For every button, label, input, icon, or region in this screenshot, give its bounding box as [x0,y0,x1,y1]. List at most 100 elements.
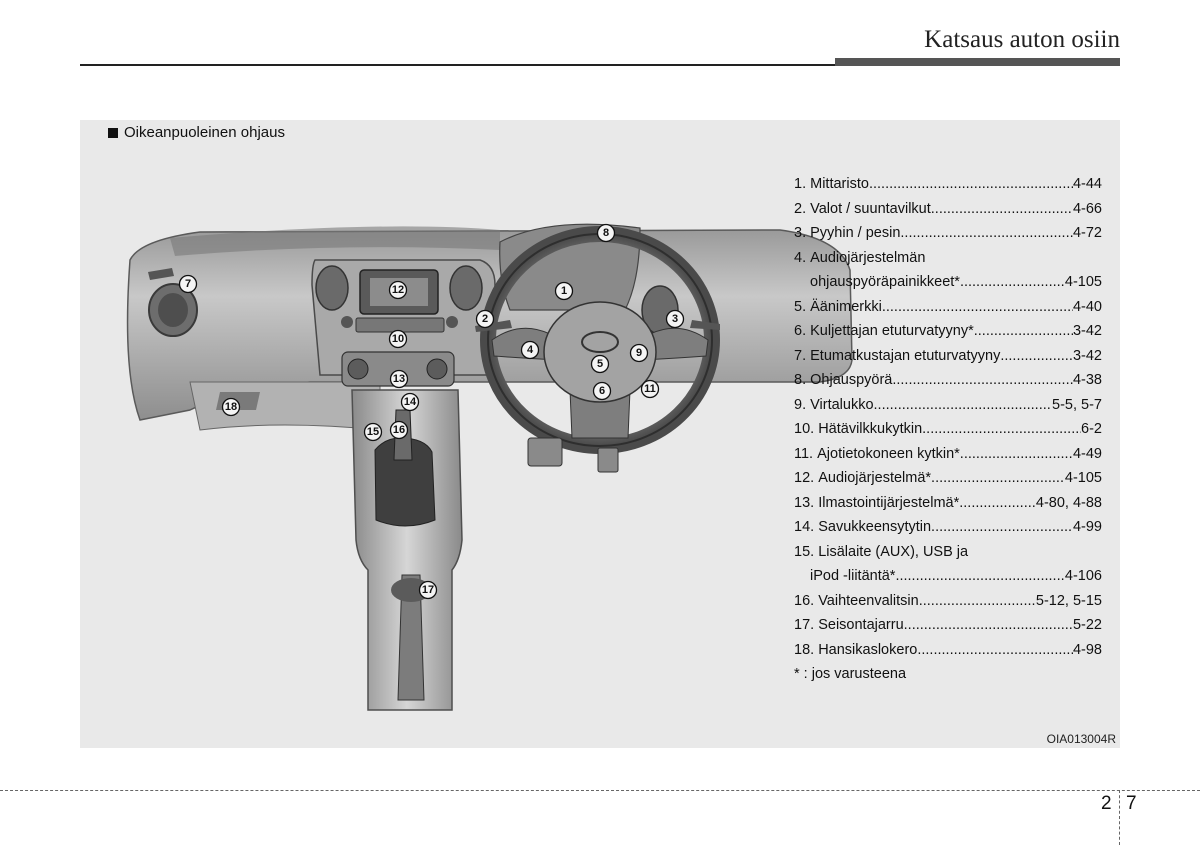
leader-dots [882,295,1073,320]
svg-text:17: 17 [422,584,434,596]
parts-list: 1. Mittaristo4-442. Valot / suuntavilkut… [794,172,1102,687]
part-label: Ohjauspyörä [810,372,893,388]
figure-code: OIA013004R [1046,732,1116,746]
part-label: iPod -liitäntä* [810,568,896,584]
part-label: Hansikaslokero [818,641,918,658]
svg-text:16: 16 [393,424,405,436]
square-bullet-icon [108,127,118,138]
part-label: Äänimerkki [810,298,882,315]
callout-13: 13 [389,369,409,389]
part-page-ref: 3-42 [1072,323,1102,339]
part-label: Audiojärjestelmä* [818,470,932,486]
callout-15: 15 [363,422,383,442]
part-label: Seisontajarru [818,617,904,633]
callout-8: 8 [596,223,616,243]
svg-text:14: 14 [404,396,417,408]
part-number: 7. [794,347,807,364]
footnote: * : jos varusteena [794,666,907,682]
leader-dots [895,564,1064,589]
part-number: 9. [794,396,807,413]
section-label: Oikeanpuoleinen ohjaus [108,124,285,141]
part-page-ref: 4-40 [1072,298,1102,315]
callout-9: 9 [629,343,649,363]
leader-dots [1000,344,1073,369]
part-number: 2. [794,200,807,217]
part-label: Pyyhin / pesin [810,225,901,241]
callout-6: 6 [592,381,612,401]
part-label: Kuljettajan etuturvatyyny* [810,323,974,339]
part-page-ref: 4-72 [1072,225,1102,241]
parts-list-item: 5. Äänimerkki 4-40 [794,295,1102,320]
parts-list-item: 18. Hansikaslokero 4-98 [794,638,1102,663]
parts-list-item: 1. Mittaristo4-44 [794,172,1102,197]
parts-list-item: 14. Savukkeensytytin4-99 [794,515,1102,540]
leader-dots [974,319,1073,344]
part-page-ref: 6-2 [1081,421,1102,437]
part-number: 17. [794,617,815,633]
callout-5: 5 [590,354,610,374]
part-page-ref: 4-98 [1072,641,1102,658]
svg-text:2: 2 [482,313,488,325]
leader-dots [960,270,1065,295]
parts-list-item: 3. Pyyhin / pesin 4-72 [794,221,1102,246]
svg-text:10: 10 [392,333,404,345]
part-number: 18. [794,641,815,658]
header-rule-accent [835,58,1120,66]
callout-4: 4 [520,340,540,360]
part-page-ref: 4-80, 4-88 [1035,494,1102,511]
svg-text:18: 18 [225,401,237,413]
svg-text:6: 6 [599,385,605,397]
callout-14: 14 [400,392,420,412]
callout-7: 7 [178,274,198,294]
parts-list-item: 16. Vaihteenvalitsin5-12, 5-15 [794,589,1102,614]
part-label: Hätävilkkukytkin [818,421,923,437]
chapter-number: 2 [1101,793,1112,814]
svg-text:7: 7 [185,278,191,290]
callout-2: 2 [475,309,495,329]
leader-dots [917,638,1073,663]
parts-list-item: 2. Valot / suuntavilkut4-66 [794,197,1102,222]
part-label: Mittaristo [810,176,869,192]
parts-list-item: 9. Virtalukko 5-5, 5-7 [794,393,1102,418]
leader-dots [960,442,1073,467]
callout-11: 11 [640,379,660,399]
part-label: Virtalukko [810,396,874,413]
svg-text:13: 13 [393,373,405,385]
part-number: 6. [794,323,807,339]
callout-16: 16 [389,420,409,440]
svg-text:4: 4 [527,344,534,356]
leader-dots [874,393,1052,418]
parts-list-item: 7. Etumatkustajan etuturvatyyny3-42 [794,344,1102,369]
header-rule [80,64,840,66]
part-page-ref: 5-22 [1072,617,1102,633]
part-page-ref: 3-42 [1072,347,1102,364]
parts-list-item: 13. Ilmastointijärjestelmä*4-80, 4-88 [794,491,1102,516]
part-label: Lisälaite (AUX), USB ja [818,543,969,560]
section-label-text: Oikeanpuoleinen ohjaus [124,124,285,141]
part-number: 5. [794,298,807,315]
svg-text:9: 9 [636,347,642,359]
part-page-ref: 4-105 [1064,274,1102,290]
leader-dots [931,515,1073,540]
parts-list-item: 8. Ohjauspyörä4-38 [794,368,1102,393]
part-number: 3. [794,225,807,241]
part-page-ref: 5-5, 5-7 [1052,396,1102,413]
svg-text:5: 5 [597,358,603,370]
leader-dots [931,197,1073,222]
part-number: 16. [794,592,815,609]
leader-dots [931,466,1065,491]
part-number: 14. [794,519,815,535]
parts-list-item: 6. Kuljettajan etuturvatyyny* 3-42 [794,319,1102,344]
leader-dots [959,491,1036,516]
part-page-ref: 4-106 [1064,568,1102,584]
parts-list-item: 17. Seisontajarru 5-22 [794,613,1102,638]
part-number: 10. [794,421,815,437]
callout-1: 1 [554,281,574,301]
svg-text:1: 1 [561,285,567,297]
part-label: ohjauspyöräpainikkeet* [810,274,960,290]
part-label: Ilmastointijärjestelmä* [818,494,960,511]
part-number: 12. [794,470,815,486]
part-label: Audiojärjestelmän [810,249,926,266]
